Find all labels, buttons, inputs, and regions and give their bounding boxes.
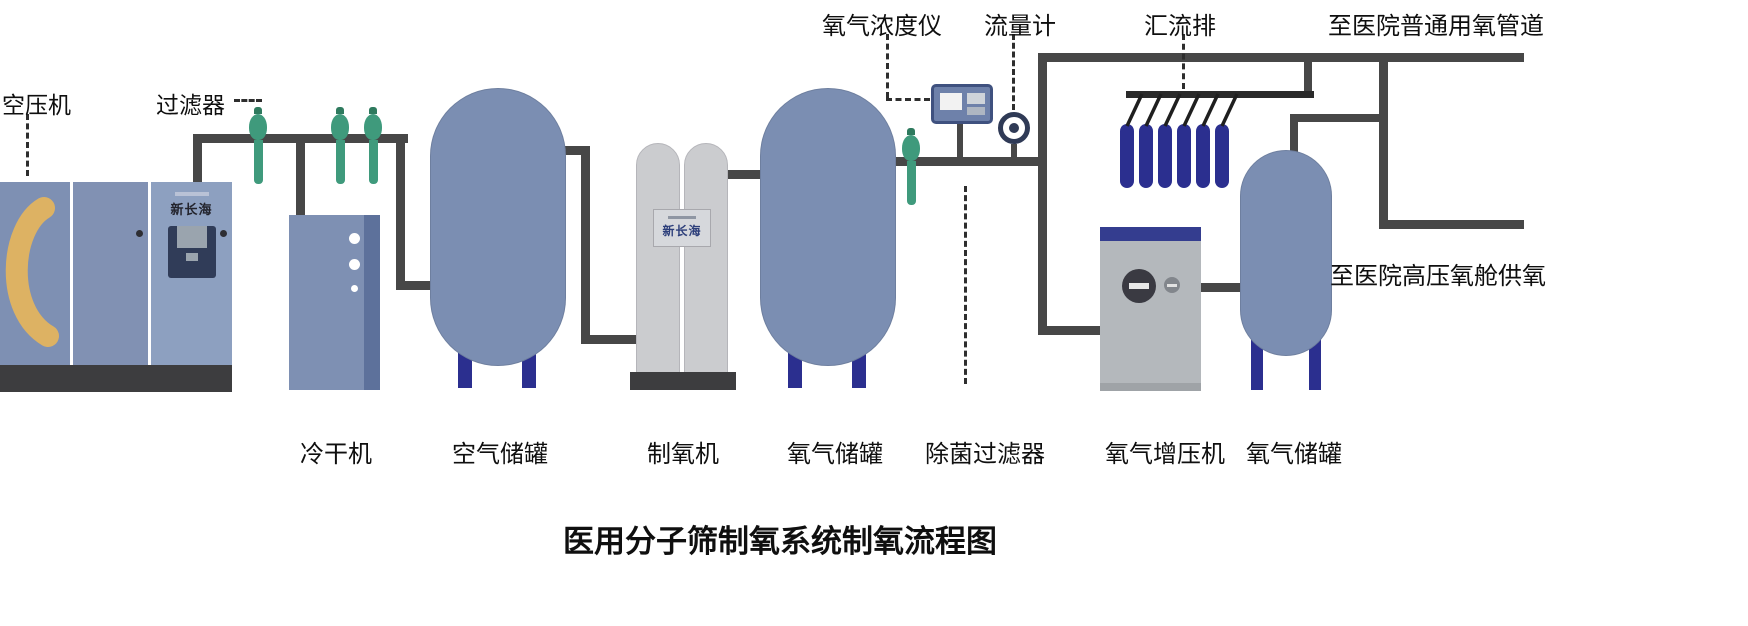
manifold-cylinder bbox=[1139, 124, 1153, 188]
label-oxygen-analyzer: 氧气浓度仪 bbox=[822, 13, 942, 40]
callout-line-sterile-filter bbox=[964, 186, 967, 384]
handle-dot bbox=[136, 230, 143, 237]
manifold-cylinder bbox=[1215, 124, 1229, 188]
manifold-bar bbox=[1126, 91, 1314, 98]
label-filter: 过滤器 bbox=[156, 92, 225, 118]
compressor-left-panel bbox=[0, 182, 70, 365]
label-air-tank: 空气储罐 bbox=[452, 441, 548, 468]
filter-pin bbox=[363, 107, 383, 184]
analyzer-screen bbox=[940, 93, 962, 110]
label-oxygen-tank-2: 氧气储罐 bbox=[1246, 441, 1342, 468]
control-screen bbox=[176, 226, 207, 248]
pipe-main-riser bbox=[1038, 55, 1047, 335]
callout-line-filter bbox=[234, 99, 262, 102]
label-air-compressor: 空压机 bbox=[2, 92, 71, 118]
analyzer-screen bbox=[967, 93, 985, 104]
label-oxygen-generator: 制氧机 bbox=[647, 441, 719, 468]
label-oxygen-booster: 氧气增压机 bbox=[1105, 441, 1225, 468]
oxygen-generator: 新长海 bbox=[630, 143, 736, 390]
control-button bbox=[185, 253, 198, 261]
oxygen-storage-tank-2 bbox=[1240, 150, 1332, 356]
compressor-logo-swoosh bbox=[5, 197, 59, 347]
callout-line-flowmeter bbox=[1012, 34, 1015, 110]
manifold-cylinder bbox=[1158, 124, 1172, 188]
brand-text: 新长海 bbox=[170, 202, 213, 217]
callout-line-compressor bbox=[26, 114, 29, 176]
brand-tagline bbox=[174, 192, 209, 196]
filter-pin bbox=[248, 107, 268, 184]
booster-top-band bbox=[1100, 227, 1201, 241]
pipe-generator-outlet bbox=[720, 170, 774, 179]
label-general-pipeline: 至医院普通用氧管道 bbox=[1328, 13, 1544, 40]
filter-pin bbox=[330, 107, 350, 184]
generator-column bbox=[684, 143, 728, 374]
dryer-indicator bbox=[349, 259, 360, 270]
compressor-mid-panel bbox=[73, 182, 148, 365]
pipe-booster-outlet bbox=[1194, 283, 1248, 292]
air-storage-tank bbox=[430, 88, 566, 366]
pipe-top-main bbox=[1038, 53, 1524, 62]
label-sterile-filter: 除菌过滤器 bbox=[925, 441, 1045, 468]
gauge-center bbox=[1009, 123, 1019, 133]
label-hyperbaric-chamber: 至医院高压氧舱供氧 bbox=[1330, 263, 1546, 290]
oxygen-booster bbox=[1100, 227, 1201, 391]
booster-knob bbox=[1164, 277, 1180, 293]
manifold-cylinder bbox=[1120, 124, 1134, 188]
label-dryer: 冷干机 bbox=[300, 441, 372, 468]
refrigerated-dryer bbox=[289, 215, 380, 390]
booster-body bbox=[1100, 241, 1201, 391]
pipe-booster-inlet bbox=[1038, 326, 1110, 335]
callout-line-manifold bbox=[1182, 34, 1185, 89]
pipe-right-drop bbox=[1379, 55, 1388, 229]
manifold-cylinder bbox=[1196, 124, 1210, 188]
dryer-indicator bbox=[351, 285, 358, 292]
compressor-control-panel: 新长海 bbox=[151, 182, 232, 365]
pipe-compressor-riser bbox=[193, 134, 202, 186]
dryer-indicator bbox=[349, 233, 360, 244]
pipe-airtank-drop bbox=[396, 134, 405, 290]
generator-column bbox=[636, 143, 680, 374]
flow-meter-gauge bbox=[998, 112, 1030, 144]
handle-dot bbox=[220, 230, 227, 237]
control-unit bbox=[167, 226, 216, 278]
pipe-generator-drop bbox=[581, 146, 590, 344]
pipe-generator-inlet bbox=[581, 335, 645, 344]
analyzer-screen bbox=[967, 107, 985, 115]
dryer-side-strip bbox=[364, 215, 380, 390]
pipe-oxygen-header bbox=[886, 157, 1046, 166]
generator-brand-badge: 新长海 bbox=[653, 209, 711, 247]
manifold-connectors bbox=[1125, 93, 1239, 127]
label-oxygen-tank: 氧气储罐 bbox=[787, 441, 883, 468]
pipe-tank3-branch bbox=[1290, 114, 1388, 122]
compressor-base bbox=[0, 365, 232, 392]
pipe-manifold-riser bbox=[1304, 55, 1312, 97]
label-manifold: 汇流排 bbox=[1144, 13, 1216, 40]
generator-base bbox=[630, 372, 736, 390]
air-compressor: 新长海 bbox=[0, 182, 232, 392]
pipe-hyperbaric-supply bbox=[1379, 220, 1524, 229]
flowmeter-stem bbox=[1011, 144, 1017, 162]
oxygen-analyzer-device bbox=[931, 84, 993, 124]
oxygen-storage-tank bbox=[760, 88, 896, 366]
booster-dial bbox=[1122, 269, 1156, 303]
booster-base bbox=[1100, 383, 1201, 391]
pipe-dryer-drop bbox=[296, 134, 305, 218]
manifold-cylinder bbox=[1177, 124, 1191, 188]
compressor-brand: 新长海 bbox=[151, 182, 232, 218]
label-flow-meter: 流量计 bbox=[984, 13, 1056, 40]
brand-text: 新长海 bbox=[662, 224, 702, 238]
diagram-title: 医用分子筛制氧系统制氧流程图 bbox=[563, 524, 997, 559]
callout-line-analyzer-v bbox=[886, 34, 889, 98]
pipe-tank3-top bbox=[1290, 114, 1298, 162]
sterile-filter-pin bbox=[901, 128, 921, 205]
brand-tagline bbox=[668, 216, 696, 219]
callout-line-analyzer-h bbox=[886, 98, 930, 101]
pipe-airtank-inlet bbox=[396, 281, 454, 290]
analyzer-stem bbox=[957, 124, 963, 160]
